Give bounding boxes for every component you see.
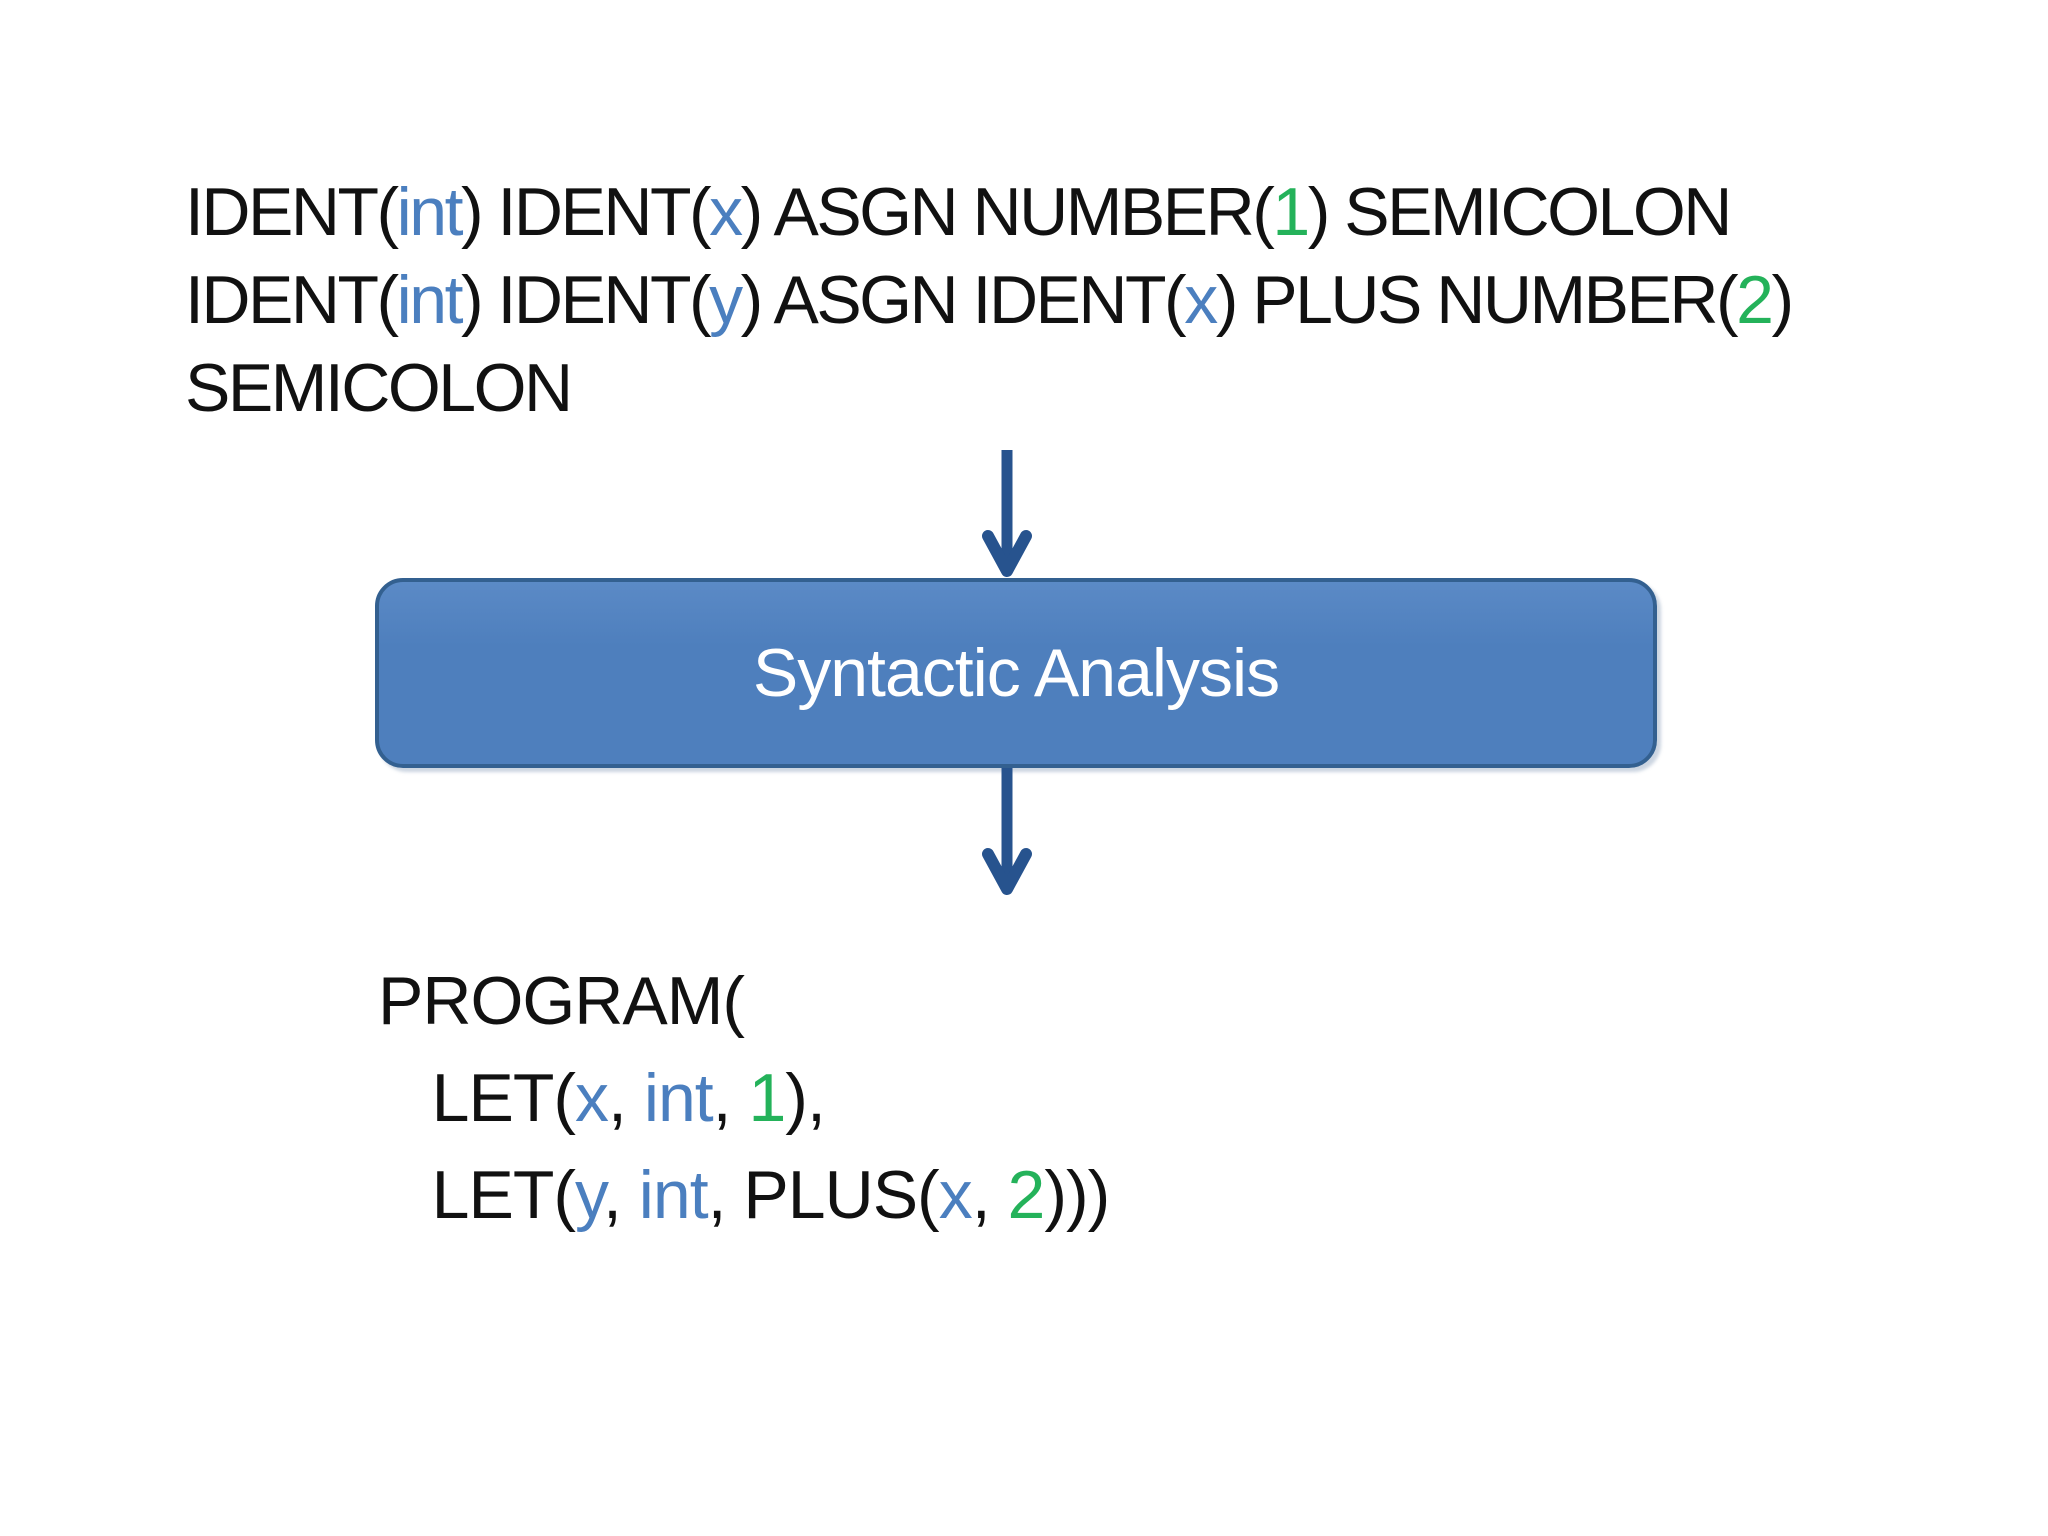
- blue-token: int: [643, 1060, 714, 1136]
- syntactic-analysis-box: Syntactic Analysis: [375, 578, 1657, 768]
- blue-token: int: [396, 174, 464, 250]
- code-line: LET(x, int, 1),: [378, 1050, 1109, 1147]
- plain-token: ,: [971, 1157, 1008, 1233]
- blue-token: x: [575, 1060, 609, 1136]
- blue-token: x: [938, 1157, 973, 1233]
- plain-token: IDENT(: [185, 262, 399, 338]
- green-token: 1: [1272, 174, 1310, 250]
- plain-token: ,: [608, 1060, 644, 1136]
- plain-token: ) ASGN NUMBER(: [740, 174, 1275, 250]
- plain-token: LET(: [378, 1157, 576, 1233]
- plain-token: , PLUS(: [707, 1157, 940, 1233]
- blue-token: y: [709, 262, 743, 338]
- code-line: IDENT(int) IDENT(y) ASGN IDENT(x) PLUS N…: [185, 256, 1794, 344]
- green-token: 1: [748, 1060, 786, 1136]
- token-stream: IDENT(int) IDENT(x) ASGN NUMBER(1) SEMIC…: [185, 168, 1794, 432]
- down-arrow-icon: [982, 450, 1032, 577]
- plain-token: ),: [785, 1060, 826, 1136]
- plain-token: ) IDENT(: [460, 262, 712, 338]
- plain-token: ))): [1044, 1157, 1110, 1233]
- plain-token: ,: [603, 1157, 639, 1233]
- code-line: LET(y, int, PLUS(x, 2))): [378, 1147, 1111, 1244]
- code-line: IDENT(int) IDENT(x) ASGN NUMBER(1) SEMIC…: [185, 168, 1792, 256]
- green-token: 2: [1736, 262, 1774, 338]
- down-arrow-icon: [982, 768, 1032, 895]
- code-line: PROGRAM(: [378, 953, 1109, 1050]
- plain-token: ) IDENT(: [460, 174, 712, 250]
- blue-token: x: [709, 174, 743, 250]
- plain-token: LET(: [378, 1060, 576, 1136]
- plain-token: PROGRAM(: [378, 963, 745, 1039]
- plain-token: ) PLUS NUMBER(: [1215, 262, 1739, 338]
- blue-token: x: [1184, 262, 1218, 338]
- blue-token: int: [638, 1157, 709, 1233]
- plain-token: ): [1771, 262, 1794, 338]
- plain-token: ,: [712, 1060, 749, 1136]
- plain-token: IDENT(: [185, 174, 399, 250]
- process-box-label: Syntactic Analysis: [752, 635, 1280, 711]
- plain-token: SEMICOLON: [185, 350, 573, 426]
- blue-token: y: [575, 1157, 604, 1233]
- plain-token: ) ASGN IDENT(: [740, 262, 1187, 338]
- green-token: 2: [1007, 1157, 1046, 1233]
- blue-token: int: [396, 262, 464, 338]
- code-line: SEMICOLON: [185, 344, 1792, 432]
- ast-output: PROGRAM( LET(x, int, 1), LET(y, int, PLU…: [378, 953, 1111, 1244]
- plain-token: ) SEMICOLON: [1307, 174, 1733, 250]
